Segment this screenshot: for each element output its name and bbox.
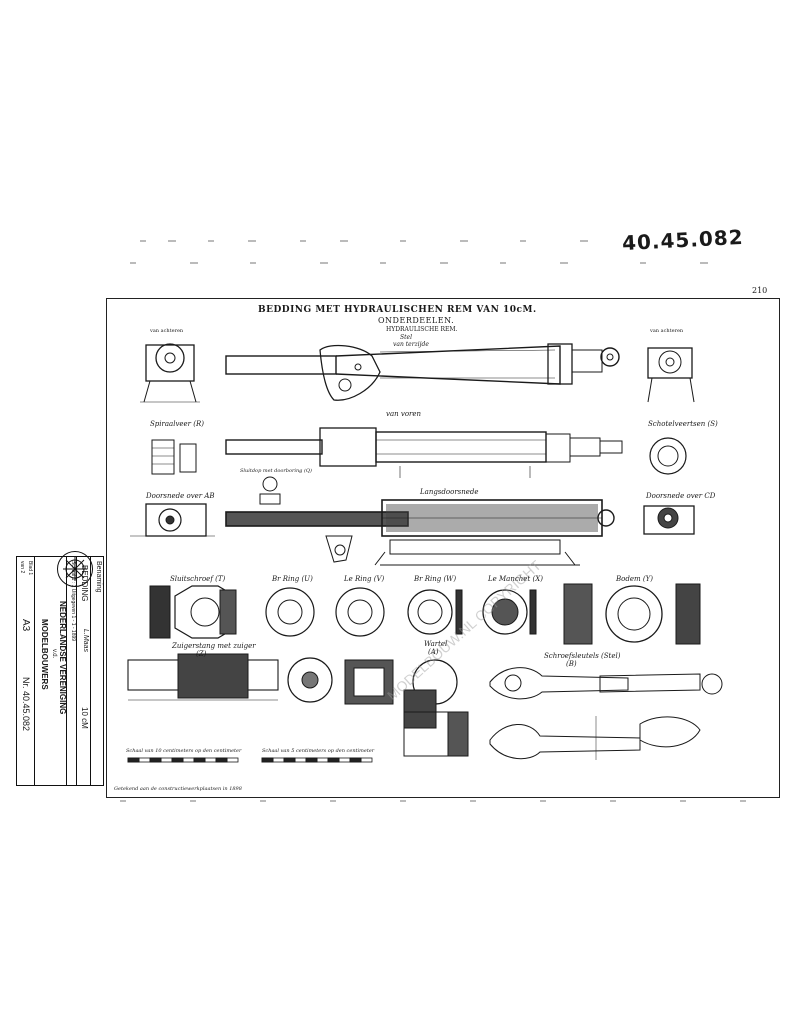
label-pointer-rod: Zuigerstang met zuiger — [172, 642, 256, 650]
org-line-3: MODELBOUWERS — [40, 619, 49, 690]
org-logo — [57, 551, 93, 587]
label-closing-screw: Sluitschroef (T) — [170, 575, 226, 583]
label-cuff: Le Manchet (X) — [488, 575, 543, 583]
closing-plug-view — [259, 476, 281, 505]
label-ring-v: Le Ring (V) — [344, 575, 385, 583]
drawing-title: BEDDING MET HYDRAULISCHEN REM VAN 10cM. — [258, 305, 537, 315]
ring-v-part — [335, 587, 385, 637]
label-base: Bodem (Y) — [616, 575, 653, 583]
view-side-sub: van terzijde — [393, 341, 429, 348]
drawing-subtitle: ONDERDEELEN. — [378, 316, 455, 325]
label-pointer-rod-ref: (Z) — [196, 650, 207, 658]
label-cross-section-cd: Doorsnede over CD — [646, 492, 716, 500]
scale-bar-2 — [261, 757, 373, 763]
label-closing-plug: Sluitdop met doorboring (Q) — [240, 468, 312, 474]
wheel-icon — [63, 557, 87, 581]
cross-section-ab-view — [130, 503, 215, 537]
cuff-part — [482, 589, 537, 635]
title-block-heading: Benaming — [95, 561, 102, 593]
wrench-handle-part — [344, 659, 469, 757]
label-spring-cap: Schotelveertsen (S) — [648, 420, 718, 428]
spiral-spring-view — [151, 439, 197, 475]
closing-screw-part — [149, 585, 237, 639]
org-line-2: v.d. — [51, 649, 57, 659]
footnote: Getekend aan de constructiewerkplaatsen … — [114, 786, 242, 792]
wrench-keys-part — [489, 667, 723, 760]
scale-bar-1 — [127, 757, 239, 763]
view-side-label: Stel — [400, 334, 412, 341]
back-view-left — [140, 343, 200, 403]
label-ring-w: Br Ring (W) — [414, 575, 457, 583]
label-spiral-spring: Spiraalveer (R) — [150, 420, 204, 428]
label-wrench-handle-ref: (A) — [428, 648, 439, 656]
label-long-section: Langsdoorsnede — [420, 488, 479, 496]
label-top-view: van voren — [386, 410, 422, 418]
title-block-blad: Blad 1 — [27, 561, 33, 576]
ring-w-part — [407, 589, 463, 635]
spring-cap-view — [649, 437, 687, 475]
org-line-1: NEDERLANDSE VERENIGING — [58, 601, 67, 715]
label-cross-section-ab: Doorsnede over AB — [146, 492, 215, 500]
label-wrench-keys-ref: (B) — [566, 660, 577, 668]
title-block: Benaming BEDDING L.Maas 10 cM Schaal 1 :… — [16, 551, 104, 786]
title-block-caliber: 10 cM — [80, 707, 89, 729]
section-title: HYDRAULISCHE REM. — [386, 326, 458, 333]
title-block-van: van 2 — [19, 561, 25, 574]
drawing-sheet — [106, 298, 780, 798]
cylinder-top-view — [225, 427, 623, 478]
title-block-name-suffix: L.Maas — [82, 629, 89, 652]
label-ring-u: Br Ring (U) — [272, 575, 313, 583]
base-part — [563, 583, 701, 645]
cross-section-cd-view — [643, 505, 695, 535]
ring-u-part — [265, 587, 315, 637]
label-wrench-keys: Schroefsleutels (Stel) — [544, 652, 621, 660]
cylinder-side-view — [225, 343, 620, 401]
cylinder-long-section — [225, 499, 615, 566]
label-scale-2: Schaal van 5 centimeters op den centimet… — [262, 748, 375, 754]
label-scale-1: Schaal van 10 centimeters op den centime… — [126, 748, 242, 754]
back-view-right — [647, 347, 695, 403]
label-back-view-left: van achteren — [150, 328, 184, 334]
title-block-format: A3 — [20, 619, 31, 632]
label-back-view-right: van achteren — [650, 328, 684, 334]
label-wrench-handle: Wartel — [424, 640, 448, 648]
title-block-number: Nr. 40.45.082 — [21, 677, 31, 732]
page-number: 210 — [752, 286, 768, 295]
pointer-rod-part — [127, 653, 333, 703]
